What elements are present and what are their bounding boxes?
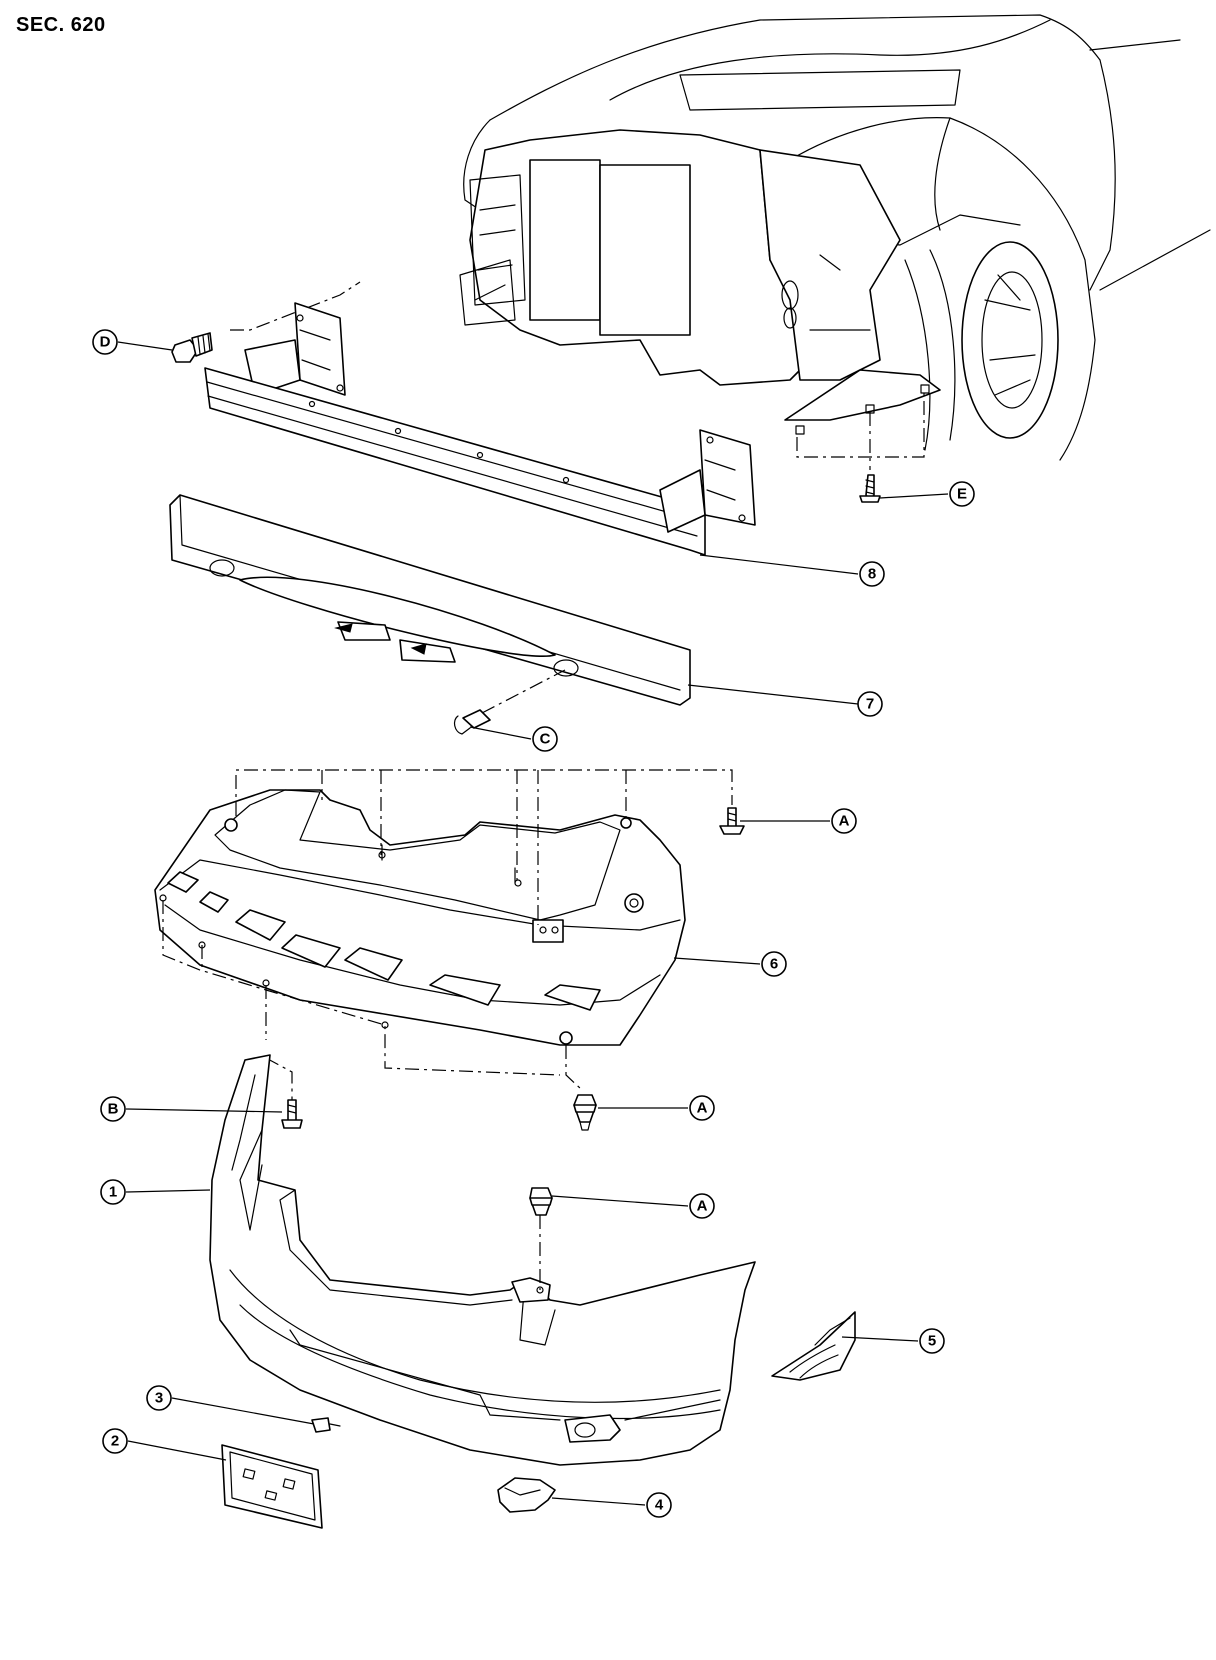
callout-7: 7 [857,691,883,717]
svg-text:8: 8 [868,566,876,583]
screw-b [281,1099,303,1129]
callout-4: 4 [646,1492,672,1518]
part-3-clip [311,1417,341,1433]
front-undercover-piece [784,369,941,421]
svg-text:D: D [100,334,111,351]
screw-e [796,392,925,503]
callout-5: 5 [919,1328,945,1354]
clip-a-lower [529,1187,553,1290]
svg-text:B: B [108,1101,119,1118]
callout-8: 8 [859,561,885,587]
screw-a-upper [719,807,745,835]
bumper-fascia [209,1054,756,1466]
retainer-upper-dashes [235,769,733,925]
fascia-bracket-5 [771,1311,856,1381]
bumper-retainer [154,789,686,1046]
svg-text:3: 3 [155,1390,163,1407]
callout-1: 1 [100,1179,126,1205]
bumper-reinforcement [204,302,756,556]
callout-a-upper: A [831,808,857,834]
callout-c: C [532,726,558,752]
svg-text:A: A [697,1198,708,1215]
svg-text:E: E [957,486,967,503]
vehicle-front-body [459,14,1211,461]
license-plate-bracket [221,1444,323,1529]
callout-e: E [949,481,975,507]
svg-text:A: A [697,1100,708,1117]
svg-text:1: 1 [109,1184,117,1201]
callout-a-lower: A [689,1193,715,1219]
callout-b: B [100,1096,126,1122]
retainer-lower-dashes [162,900,583,1100]
leader-lines [117,341,949,1506]
svg-text:7: 7 [866,696,874,713]
section-label: SEC. 620 [16,14,106,36]
part-4-cap [497,1477,556,1513]
wheel [961,241,1059,439]
callout-a-middle: A [689,1095,715,1121]
callout-2: 2 [102,1428,128,1454]
svg-text:C: C [540,731,551,748]
svg-text:4: 4 [655,1497,664,1514]
svg-text:5: 5 [928,1333,936,1350]
svg-text:2: 2 [111,1433,119,1450]
clip-c [453,669,566,735]
bolt-d [171,332,213,363]
callout-d: D [92,329,118,355]
clip-a-middle [573,1094,597,1131]
energy-absorber [169,494,691,706]
svg-text:A: A [839,813,850,830]
callout-6: 6 [761,951,787,977]
callout-3: 3 [146,1385,172,1411]
svg-text:6: 6 [770,956,778,973]
